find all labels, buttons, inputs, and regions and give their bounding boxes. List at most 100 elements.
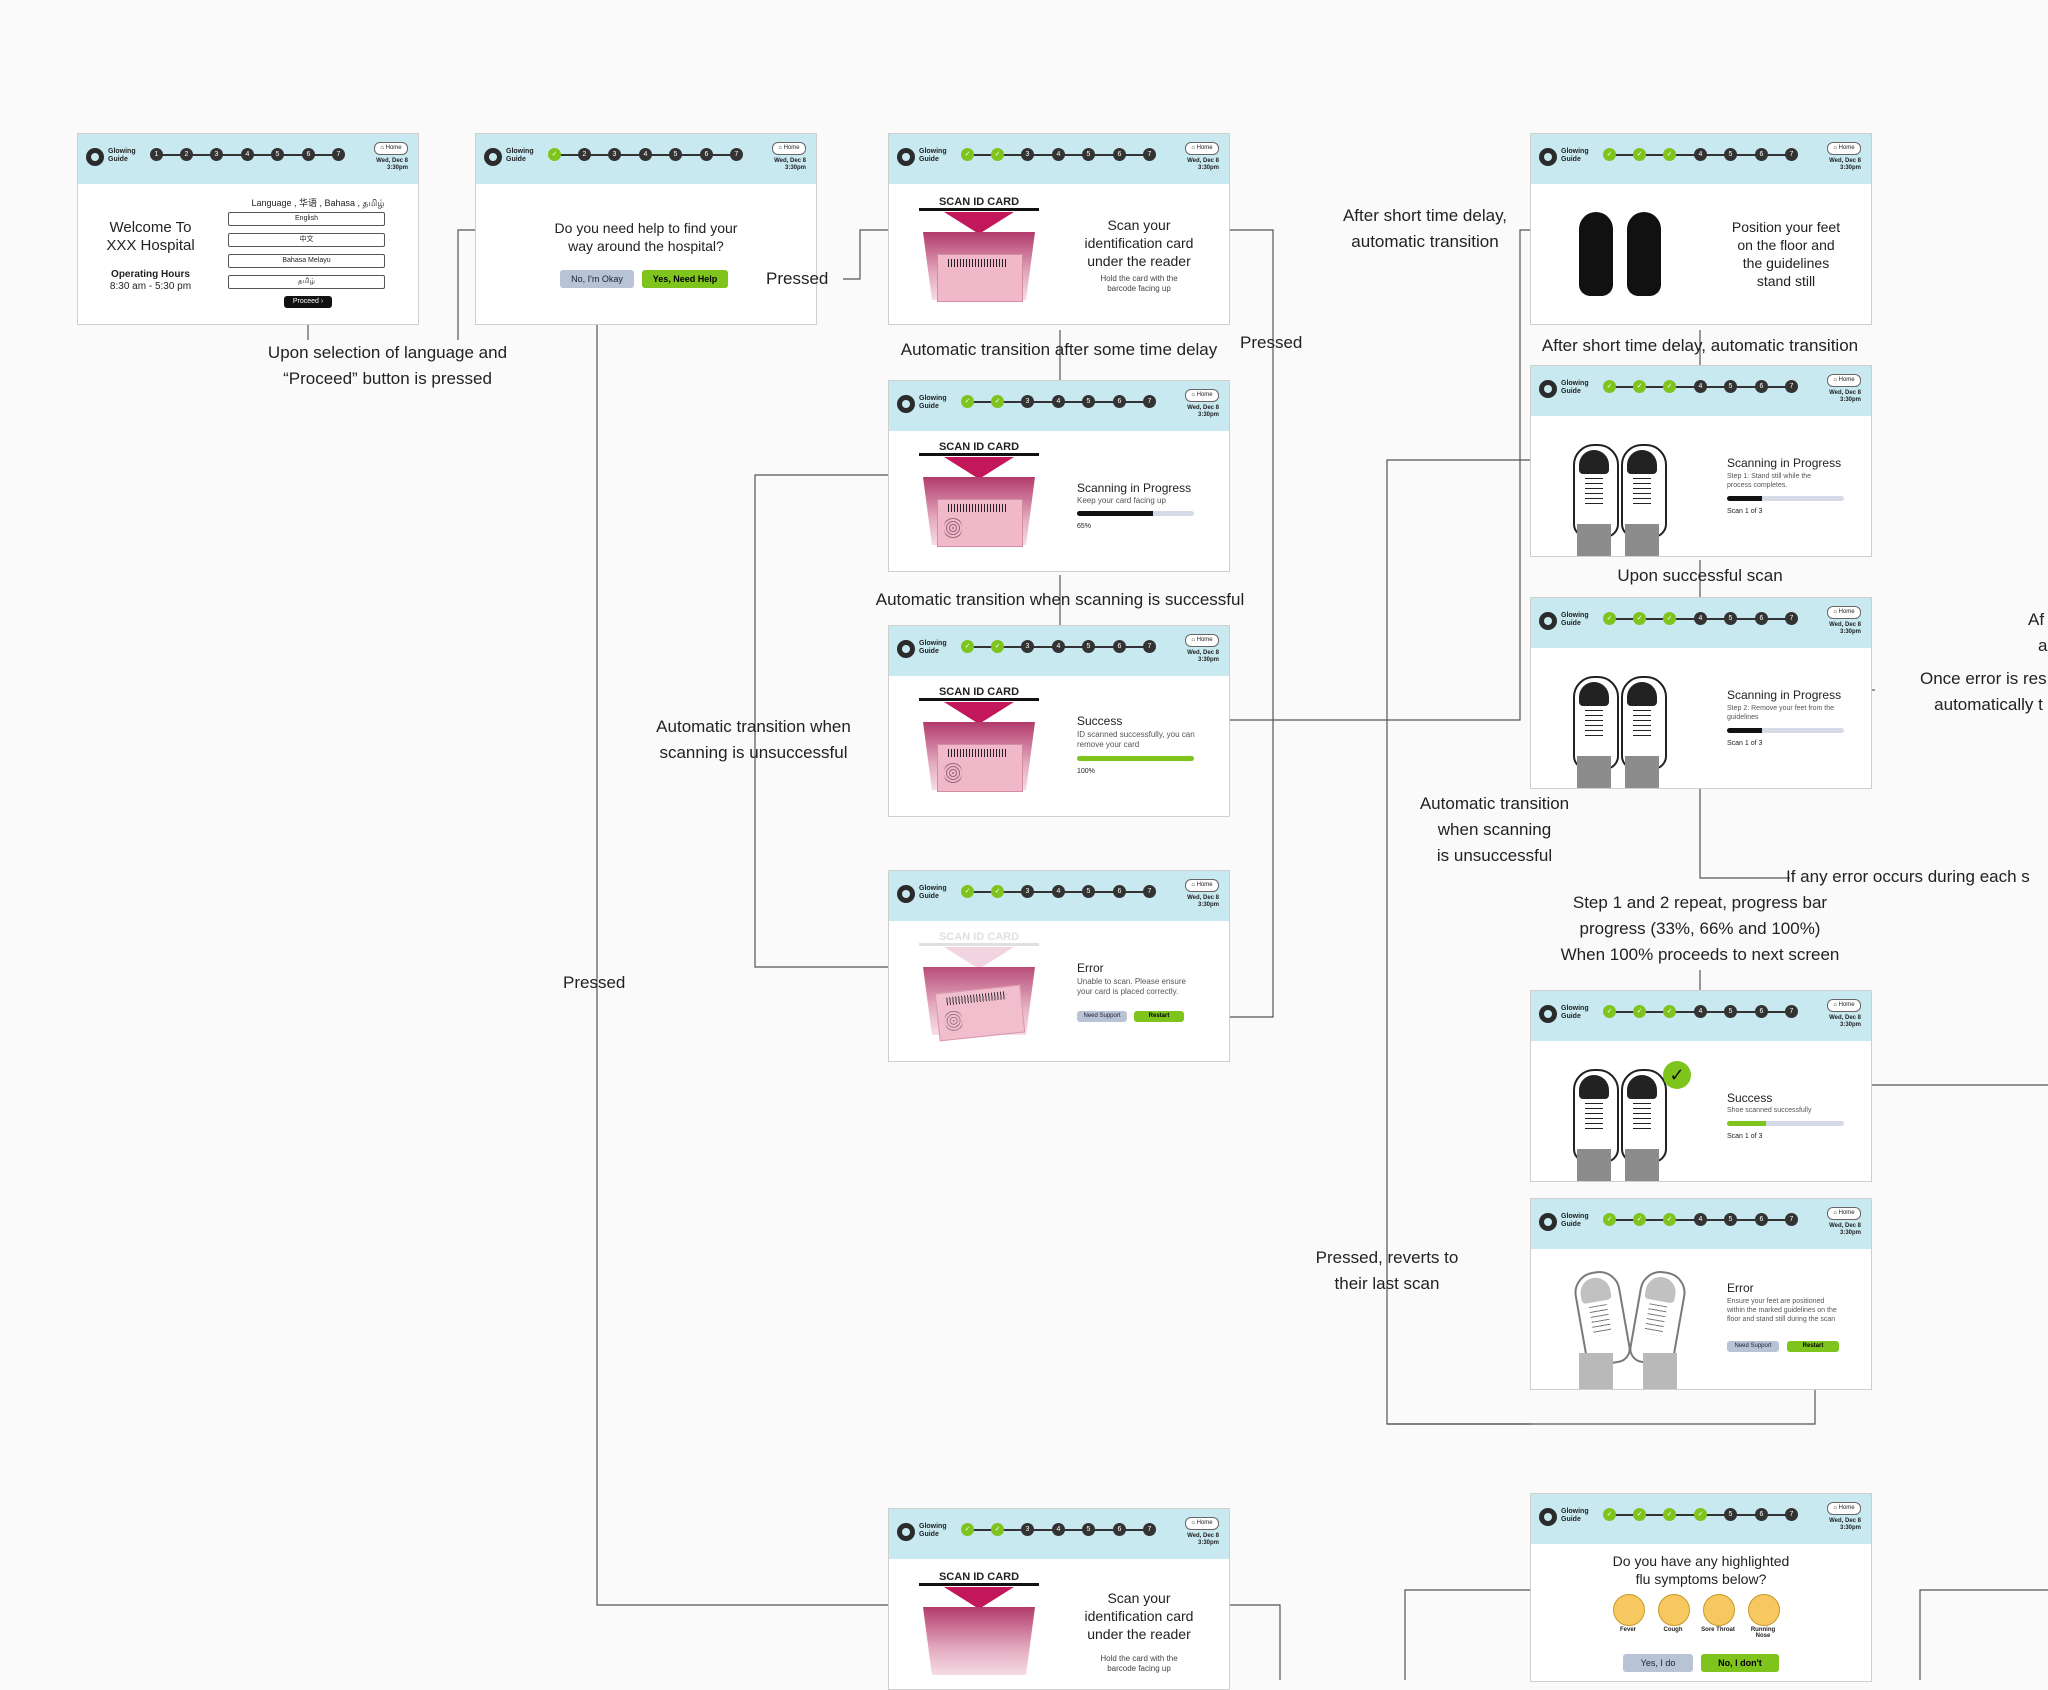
annotation-short-delay: After short time delay,automatic transit…: [1342, 206, 1508, 251]
cough-emoji-icon: [1658, 1594, 1690, 1626]
connector-flu-right: [1919, 1589, 2048, 1680]
logo-text: Glowing Guide: [919, 148, 947, 163]
error-title: Error: [1077, 961, 1104, 975]
annotation-resolved: Once error is res automatically t: [1920, 669, 2047, 714]
need-support-button[interactable]: Need Support: [1727, 1341, 1779, 1352]
feet-scan-title: Scanning in Progress: [1727, 456, 1842, 470]
logo-icon: [86, 148, 104, 166]
language-option-english[interactable]: English: [228, 212, 385, 226]
need-support-button[interactable]: Need Support: [1077, 1011, 1127, 1022]
logo-text: Glowing Guide: [1561, 380, 1589, 395]
home-button[interactable]: ⌂ Home: [1827, 1207, 1861, 1220]
home-button[interactable]: ⌂ Home: [1827, 142, 1861, 155]
home-button[interactable]: ⌂ Home: [1185, 634, 1219, 647]
id-card-illustration: SCAN ID CARD: [919, 441, 1039, 566]
restart-button[interactable]: Restart: [1134, 1011, 1184, 1022]
logo-icon: [897, 148, 915, 166]
home-button[interactable]: ⌂ Home: [1827, 999, 1861, 1012]
id-progress-bar: [1077, 511, 1194, 516]
home-button[interactable]: ⌂ Home: [1185, 1517, 1219, 1530]
feet-error-title: Error: [1727, 1281, 1754, 1295]
restart-button[interactable]: Restart: [1787, 1341, 1839, 1352]
yes-i-do-button[interactable]: Yes, I do: [1623, 1654, 1693, 1672]
logo-icon: [1539, 1508, 1557, 1526]
fingerprint-icon: [943, 1007, 964, 1034]
connector-scan2-right: [1230, 1604, 1281, 1680]
logo-text: Glowing Guide: [919, 885, 947, 900]
home-button[interactable]: ⌂ Home: [1185, 142, 1219, 155]
logo: Glowing Guide: [86, 148, 156, 170]
home-button[interactable]: ⌂ Home: [1827, 606, 1861, 619]
id-card-illustration: SCAN ID CARD: [919, 196, 1039, 321]
symptom-label: Running Nose: [1750, 1627, 1776, 1639]
card-title: SCAN ID CARD: [919, 686, 1039, 701]
yes-need-help-button[interactable]: Yes, Need Help: [642, 270, 728, 288]
language-option-malay[interactable]: Bahasa Melayu: [228, 254, 385, 268]
hours-text: 8:30 am - 5:30 pm: [109, 281, 192, 292]
connector-feet-to-success: [1230, 229, 1530, 721]
shoes-illustration: [1565, 1069, 1685, 1181]
id-progress-bar: [1077, 756, 1194, 761]
home-button[interactable]: ⌂ Home: [1185, 389, 1219, 402]
language-option-chinese[interactable]: 中文: [228, 233, 385, 247]
hours-title: Operating Hours: [111, 269, 190, 280]
arrow-down-icon: [944, 212, 1014, 234]
feet-progress-bar: [1727, 728, 1844, 733]
feet-scan-hint: Step 2: Remove your feet from the guidel…: [1727, 705, 1834, 721]
checkmark-icon: ✓: [1663, 1061, 1691, 1089]
progress-hint: Keep your card facing up: [1077, 496, 1166, 505]
arrow-down-icon: [944, 947, 1014, 969]
home-button[interactable]: ⌂ Home: [1185, 879, 1219, 892]
logo-text: Glowing Guide: [1561, 148, 1589, 163]
language-header: Language , 华语 , Bahasa , தமிழ்: [251, 198, 385, 208]
home-button[interactable]: ⌂ Home: [772, 142, 806, 155]
logo-icon: [897, 395, 915, 413]
annotation-language-proceed: Upon selection of language and“Proceed” …: [267, 343, 508, 388]
feet-error-hint: Ensure your feet are positioned within t…: [1727, 1298, 1837, 1323]
home-button[interactable]: ⌂ Home: [1827, 1502, 1861, 1515]
no-okay-button[interactable]: No, I'm Okay: [560, 270, 634, 288]
arrow-down-icon: [944, 702, 1014, 724]
feet-success-hint: Shoe scanned successfully: [1727, 1107, 1812, 1114]
no-i-dont-button[interactable]: No, I don't: [1701, 1654, 1779, 1672]
home-button[interactable]: ⌂ Home: [374, 142, 408, 155]
fingerprint-icon: [944, 761, 962, 785]
connector-help-to-scan: [843, 229, 888, 280]
language-option-tamil[interactable]: தமிழ்: [228, 275, 385, 289]
logo-text: Glowing Guide: [1561, 612, 1589, 627]
progress-percent: 100%: [1077, 768, 1095, 775]
logo-icon: [897, 885, 915, 903]
home-button[interactable]: ⌂ Home: [1827, 374, 1861, 387]
annotation-auto-delay: Automatic transition after some time del…: [900, 340, 1218, 359]
proceed-button[interactable]: Proceed ›: [284, 296, 332, 308]
connector-no-to-scan: [596, 290, 888, 1606]
running-nose-emoji-icon: [1748, 1594, 1780, 1626]
annotation-pressed-2: Pressed: [1240, 333, 1303, 352]
arrow-down-icon: [944, 457, 1014, 479]
sore-throat-emoji-icon: [1703, 1594, 1735, 1626]
